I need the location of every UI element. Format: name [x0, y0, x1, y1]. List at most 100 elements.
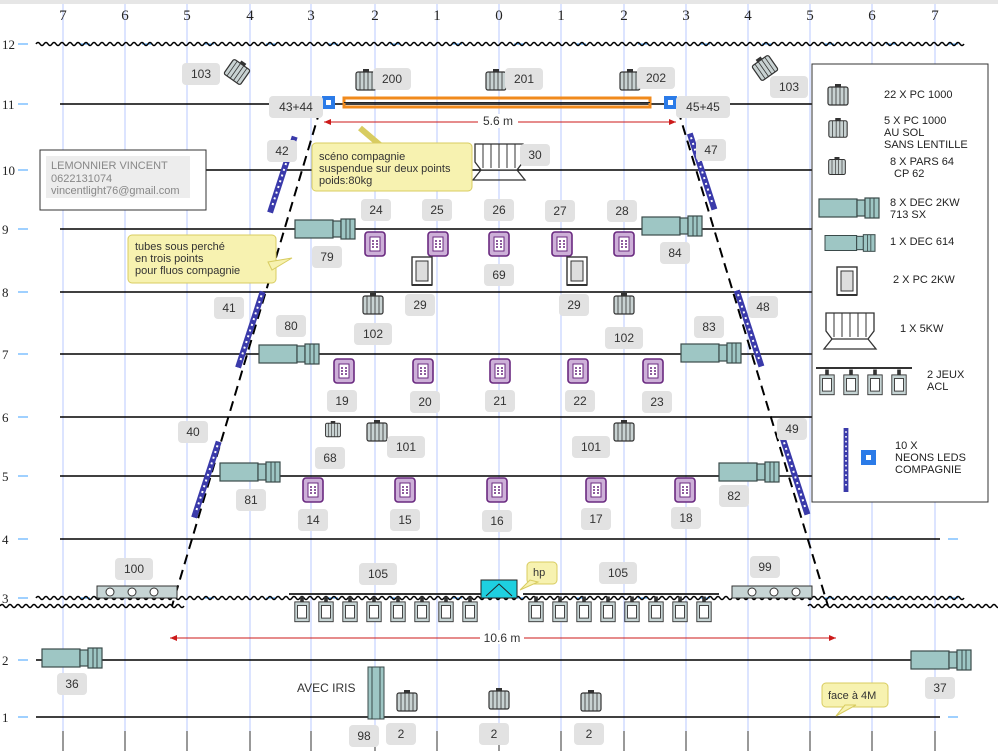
fixture-dec [910, 649, 972, 671]
fixture-label: 23 [650, 395, 664, 409]
fixture-pc [613, 419, 635, 442]
fixture-par [551, 231, 573, 257]
fixture-dec [219, 461, 281, 483]
note1-line1: scéno compagnie [319, 151, 405, 163]
fixture-label-bg [57, 673, 87, 695]
legend-item: 1 X DEC 614 [824, 234, 954, 252]
fixture-label-bg [390, 509, 420, 531]
column-label: 3 [682, 8, 690, 24]
acl-fixture [366, 596, 382, 623]
fixture-label-bg [482, 510, 512, 532]
row-label: 9 [2, 222, 9, 237]
acl-floor-left [289, 593, 485, 623]
fixture-label-bg [361, 199, 391, 221]
fixture-label-bg [115, 558, 153, 580]
fixture-label-bg [298, 509, 328, 531]
fixture-par [642, 358, 664, 384]
fixture-pc [613, 292, 635, 315]
acl-fixture [648, 596, 664, 623]
fixture-label: 40 [186, 425, 200, 439]
acl-fixture [390, 596, 406, 623]
fixture-label-bg [269, 96, 323, 118]
fixture-label-bg [748, 296, 778, 318]
fixture-dec [294, 218, 356, 240]
fixture-pc [362, 292, 384, 315]
fixture-par [302, 477, 324, 503]
fixture-label-bg [485, 390, 515, 412]
note-hp: hp [519, 561, 558, 591]
fixture-label-bg [599, 562, 637, 584]
fixture-label: 98 [357, 729, 371, 743]
fixture-label-bg [605, 327, 643, 349]
column-label: 5 [183, 8, 191, 24]
row-label: 7 [2, 347, 9, 362]
legend-item: 2 X PC 2KW [835, 265, 955, 297]
legend-icon-pc [827, 84, 849, 106]
fixture-pc [488, 687, 510, 710]
fixture-label: 101 [396, 440, 416, 454]
column-label: 7 [931, 8, 939, 24]
acl-floor-right [523, 593, 719, 623]
fixture-label: 36 [65, 677, 79, 691]
fixture-label: 68 [323, 451, 337, 465]
fixture-label: 49 [785, 422, 799, 436]
fixture-label: 102 [614, 331, 634, 345]
column-label: 0 [495, 8, 503, 24]
column-label: 6 [868, 8, 876, 24]
fixture-par [613, 231, 635, 257]
fixture-label: 48 [756, 300, 770, 314]
fixture-label-bg [484, 199, 514, 221]
note1-line2: suspendue sur deux points [319, 163, 451, 175]
fixture-dec [41, 647, 103, 669]
fixture-label: 41 [222, 301, 236, 315]
fixture-label: 28 [615, 204, 629, 218]
acl-fixture [438, 596, 454, 623]
fixture-label: 18 [679, 511, 693, 525]
dim-bottom-label: 10.6 m [484, 631, 521, 645]
fixture-label: 20 [418, 395, 432, 409]
fixture-label: 2 [398, 727, 405, 741]
iris-fixture-98 [367, 666, 385, 720]
fixture-label: 105 [368, 567, 388, 581]
contact-name: LEMONNIER VINCENT [51, 160, 168, 172]
legend-text: SANS LENTILLE [884, 139, 968, 151]
acl-fixture [414, 596, 430, 623]
note1-line3: poids:80kg [319, 175, 372, 187]
fixture-label: 25 [430, 203, 444, 217]
row-label: 4 [2, 532, 9, 547]
fixture-dec [641, 215, 703, 237]
fixture-label: 102 [363, 327, 383, 341]
fixture-label-bg [770, 76, 808, 98]
note2-line1: tubes sous perché [135, 241, 225, 253]
row-label: 12 [2, 37, 15, 52]
fixture-label-bg [660, 242, 690, 264]
fixture-label-bg [696, 139, 726, 161]
fixture-label: 29 [413, 298, 427, 312]
acl-fixture [294, 596, 310, 623]
fixture-pc [366, 419, 388, 442]
avec-iris-label: AVEC IRIS [297, 681, 355, 695]
row-label: 6 [2, 410, 9, 425]
fixture-par [488, 231, 510, 257]
column-label: 7 [59, 8, 67, 24]
row-label: 8 [2, 285, 9, 300]
fixture-label: 105 [608, 566, 628, 580]
dimension-top: 5.6 m [324, 114, 676, 128]
legend-text: 10 X [895, 440, 918, 452]
legend-item: 22 X PC 1000 [827, 84, 953, 106]
acl-fixture [576, 596, 592, 623]
fixture-label-bg [354, 323, 392, 345]
fixture-pc2kw [566, 256, 588, 286]
column-label: 6 [121, 8, 129, 24]
fixture-label-bg [410, 391, 440, 413]
fixture-pc2kw [411, 256, 433, 286]
fixture-label: 80 [284, 319, 298, 333]
note-face: face à 4M [821, 682, 889, 717]
legend-text: 1 X 5KW [900, 323, 944, 335]
legend-text: ACL [927, 381, 948, 393]
fixture-label-bg [572, 436, 610, 458]
